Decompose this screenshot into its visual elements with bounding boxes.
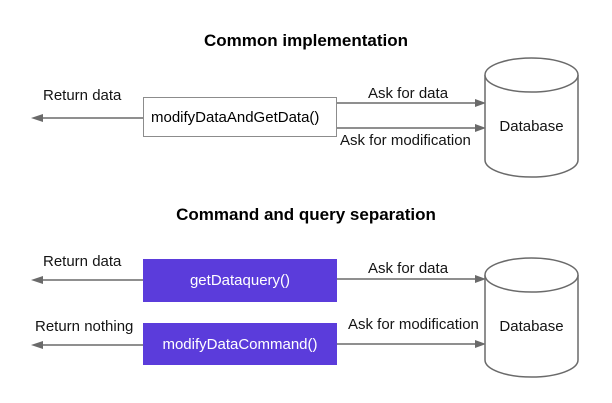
cqs-return-nothing-label: Return nothing bbox=[35, 318, 134, 335]
cqs-database-cylinder-icon bbox=[484, 257, 579, 378]
common-section-title: Common implementation bbox=[203, 31, 408, 50]
arrow-right-head bbox=[475, 340, 486, 348]
common-return-data-label: Return data bbox=[43, 87, 122, 104]
arrow-left-head bbox=[31, 114, 43, 122]
common-ask-for-data-label: Ask for data bbox=[368, 85, 449, 102]
common-ask-modification-arrow bbox=[337, 124, 486, 132]
common-return-arrow bbox=[31, 114, 143, 122]
common-ask-for-modification-label: Ask for modification bbox=[340, 132, 471, 149]
modify-data-command-label: modifyDataCommand() bbox=[162, 335, 318, 353]
common-ask-data-arrow bbox=[337, 99, 486, 107]
arrow-right-head bbox=[475, 275, 486, 283]
cqs-return-nothing-arrow bbox=[31, 341, 143, 349]
cqs-return-data-arrow bbox=[31, 276, 143, 284]
cqs-ask-for-data-label: Ask for data bbox=[368, 260, 449, 277]
common-database-cylinder-icon bbox=[484, 57, 579, 178]
arrow-right-head bbox=[475, 99, 486, 107]
modify-data-command-box: modifyDataCommand() bbox=[143, 323, 337, 365]
arrow-left-head bbox=[31, 276, 43, 284]
cqs-ask-modification-arrow bbox=[337, 340, 486, 348]
modify-and-get-data-label: modifyDataAndGetData() bbox=[151, 108, 320, 126]
cqs-ask-for-modification-label: Ask for modification bbox=[348, 316, 479, 333]
cqs-return-data-label: Return data bbox=[43, 253, 122, 270]
common-database-label: Database bbox=[499, 118, 564, 135]
cqs-ask-data-arrow bbox=[337, 275, 486, 283]
get-data-query-box: getDataquery() bbox=[143, 259, 337, 302]
cqs-database-label: Database bbox=[499, 318, 564, 335]
get-data-query-label: getDataquery() bbox=[189, 272, 291, 289]
modify-and-get-data-box: modifyDataAndGetData() bbox=[143, 97, 337, 137]
arrow-right-head bbox=[475, 124, 486, 132]
arrow-left-head bbox=[31, 341, 43, 349]
cqs-section-title: Command and query separation bbox=[176, 205, 436, 224]
